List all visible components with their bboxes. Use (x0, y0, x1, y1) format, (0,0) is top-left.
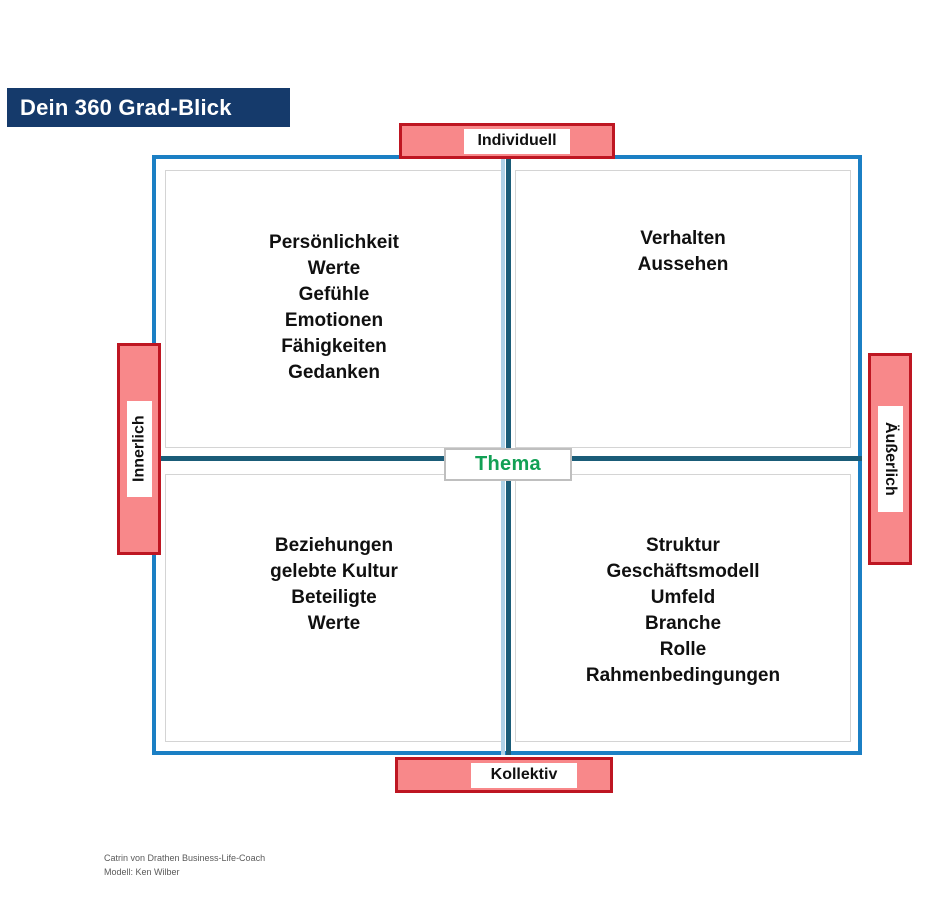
credit-line-author: Catrin von Drathen Business-Life-Coach (104, 853, 266, 863)
title-banner: Dein 360 Grad-Blick (7, 88, 290, 127)
pole-aeusserlich-label: Äußerlich (877, 406, 903, 512)
center-topic-label: Thema (475, 453, 541, 475)
center-topic-box: Thema (444, 448, 572, 481)
credit-line-model: Modell: Ken Wilber (104, 867, 180, 877)
pole-individuell: Individuell (399, 123, 615, 159)
pole-innerlich-label: Innerlich (126, 401, 152, 497)
credit-block: Catrin von Drathen Business-Life-Coach M… (104, 851, 265, 879)
pole-individuell-label: Individuell (464, 128, 570, 154)
pole-kollektiv: Kollektiv (395, 757, 613, 793)
pole-innerlich: Innerlich (117, 343, 161, 555)
pole-aeusserlich: Äußerlich (868, 353, 912, 565)
pole-kollektiv-label: Kollektiv (471, 762, 577, 788)
page-title: Dein 360 Grad-Blick (20, 94, 232, 120)
